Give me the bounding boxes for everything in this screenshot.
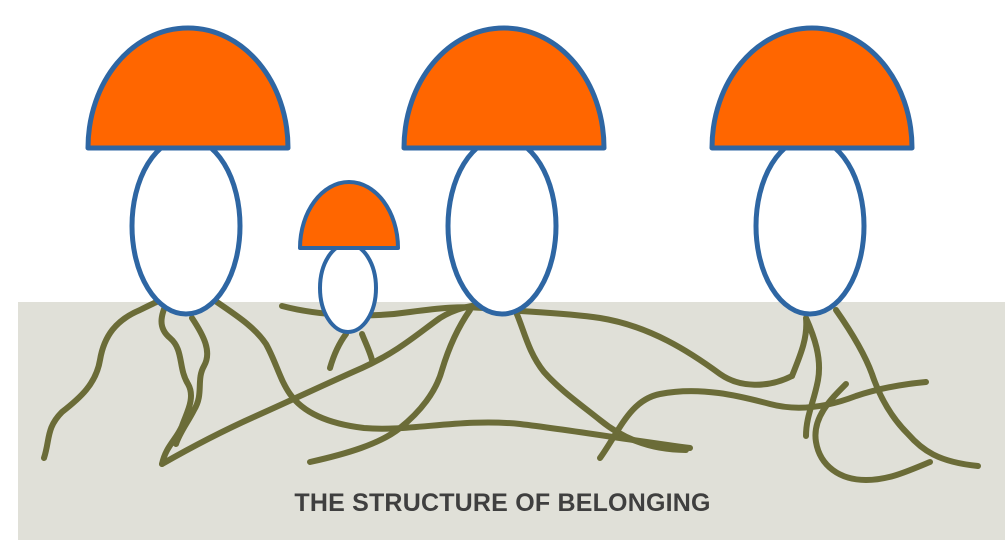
mushroom-cap <box>300 182 398 248</box>
mushroom-large-1 <box>88 28 288 314</box>
mushroom-cap <box>404 28 604 148</box>
diagram-caption: THE STRUCTURE OF BELONGING <box>0 488 1005 518</box>
mushroom-large-3 <box>712 28 912 314</box>
mushroom-stem <box>448 138 556 314</box>
mushroom-large-2 <box>404 28 604 314</box>
mushroom-cap <box>88 28 288 148</box>
mushroom-stem <box>756 138 864 314</box>
mushroom-stem <box>320 244 376 332</box>
mushroom-cap <box>712 28 912 148</box>
mushroom-stem <box>132 138 240 314</box>
